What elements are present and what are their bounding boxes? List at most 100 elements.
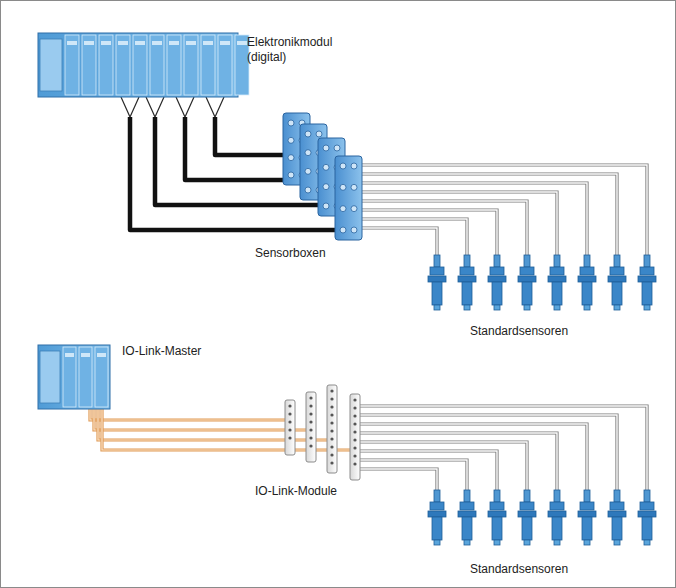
module-slot xyxy=(167,35,181,95)
module-pin xyxy=(330,405,333,408)
module-pin xyxy=(330,445,333,448)
sensor-tip xyxy=(614,305,620,310)
sensor-wire-core xyxy=(358,192,557,255)
sensor-collar xyxy=(520,502,534,510)
sensor-body xyxy=(552,517,562,540)
sensor-nut xyxy=(608,511,626,517)
sensor-body xyxy=(552,282,562,305)
cable-fork xyxy=(121,97,139,117)
module-slot xyxy=(150,35,164,95)
box-port xyxy=(305,131,311,137)
sensor-collar xyxy=(550,502,564,510)
box-port xyxy=(288,137,294,143)
racks xyxy=(38,33,249,409)
sensor-collar xyxy=(580,267,594,275)
sensor-collar xyxy=(640,502,654,510)
sensor-body xyxy=(522,282,532,305)
module-rack xyxy=(38,345,110,409)
module-pin xyxy=(309,428,312,431)
sensor-collar xyxy=(430,267,444,275)
sensor-body xyxy=(612,517,622,540)
module-led xyxy=(186,41,196,45)
sensor-boxes xyxy=(283,113,362,480)
sensor-wire-core xyxy=(358,424,587,490)
sensor-body xyxy=(612,282,622,305)
sensor-collar xyxy=(550,267,564,275)
io-link-cable xyxy=(94,409,309,430)
box-port xyxy=(323,184,329,190)
sensor-wire-core xyxy=(358,183,587,255)
sensor-body xyxy=(582,517,592,540)
sensor-collar xyxy=(460,502,474,510)
sensor-wire-core xyxy=(358,210,497,255)
sensor-tip xyxy=(584,540,590,545)
sensor-nut xyxy=(578,276,596,282)
sensor-body xyxy=(492,282,502,305)
sensor-box xyxy=(335,156,362,240)
sensor-collar xyxy=(490,267,504,275)
box-port xyxy=(340,184,346,190)
box-port xyxy=(288,155,294,161)
cable-fork xyxy=(176,97,194,117)
sensor-plug xyxy=(644,490,650,502)
module-slot xyxy=(65,35,79,95)
sensor-wire-core xyxy=(358,415,617,490)
sensor-body xyxy=(642,517,652,540)
box-port xyxy=(340,163,346,169)
sensor-wire xyxy=(358,415,617,490)
io-link-module xyxy=(350,394,360,480)
module-pin xyxy=(353,454,356,457)
sensor-collar xyxy=(460,267,474,275)
module-label: Elektronikmodul (digital) xyxy=(247,35,357,65)
sensor-wire-core xyxy=(358,451,497,490)
sensor-wire xyxy=(358,210,497,255)
sensor-wire xyxy=(358,424,587,490)
sensor-body xyxy=(462,517,472,540)
module-led xyxy=(97,353,106,357)
module-pin xyxy=(330,389,333,392)
sensor-wire-core xyxy=(358,469,437,490)
module-pin xyxy=(309,420,312,423)
sensor-wire xyxy=(358,192,557,255)
sensor-nut xyxy=(548,276,566,282)
sensor-wire xyxy=(358,228,437,255)
sensor-plug xyxy=(464,490,470,502)
module-pin xyxy=(330,397,333,400)
box-port xyxy=(288,120,294,126)
cable-fork xyxy=(206,97,224,117)
module-pin xyxy=(330,461,333,464)
sensor-plug xyxy=(434,255,440,267)
box-port xyxy=(288,172,294,178)
module-pin xyxy=(309,396,312,399)
module-led xyxy=(152,41,162,45)
sensor-label: Standardsensoren xyxy=(470,562,568,577)
module-led xyxy=(118,41,128,45)
module-slot xyxy=(82,35,96,95)
sensor-plug xyxy=(494,255,500,267)
module-pin xyxy=(330,453,333,456)
module-slot xyxy=(99,35,113,95)
sensor-wire xyxy=(358,451,497,490)
module-pin xyxy=(353,462,356,465)
module-pin xyxy=(353,422,356,425)
sensor-body xyxy=(642,282,652,305)
sensor-wire xyxy=(358,406,647,490)
module-led xyxy=(84,41,94,45)
module-led xyxy=(237,41,247,45)
module-led xyxy=(81,353,90,357)
sensor-collar xyxy=(580,502,594,510)
sensor-nut xyxy=(578,511,596,517)
sensor-wire-core xyxy=(358,201,527,255)
module-pin xyxy=(353,438,356,441)
box-port xyxy=(351,184,357,190)
sensor-nut xyxy=(638,276,656,282)
module-slot xyxy=(218,35,232,95)
module-rack xyxy=(38,33,238,97)
box-port xyxy=(316,131,322,137)
module-pin xyxy=(309,404,312,407)
sensor-plug xyxy=(494,490,500,502)
sensor-tip xyxy=(494,540,500,545)
sensor-body xyxy=(432,282,442,305)
sensor-wire-core xyxy=(358,442,527,490)
